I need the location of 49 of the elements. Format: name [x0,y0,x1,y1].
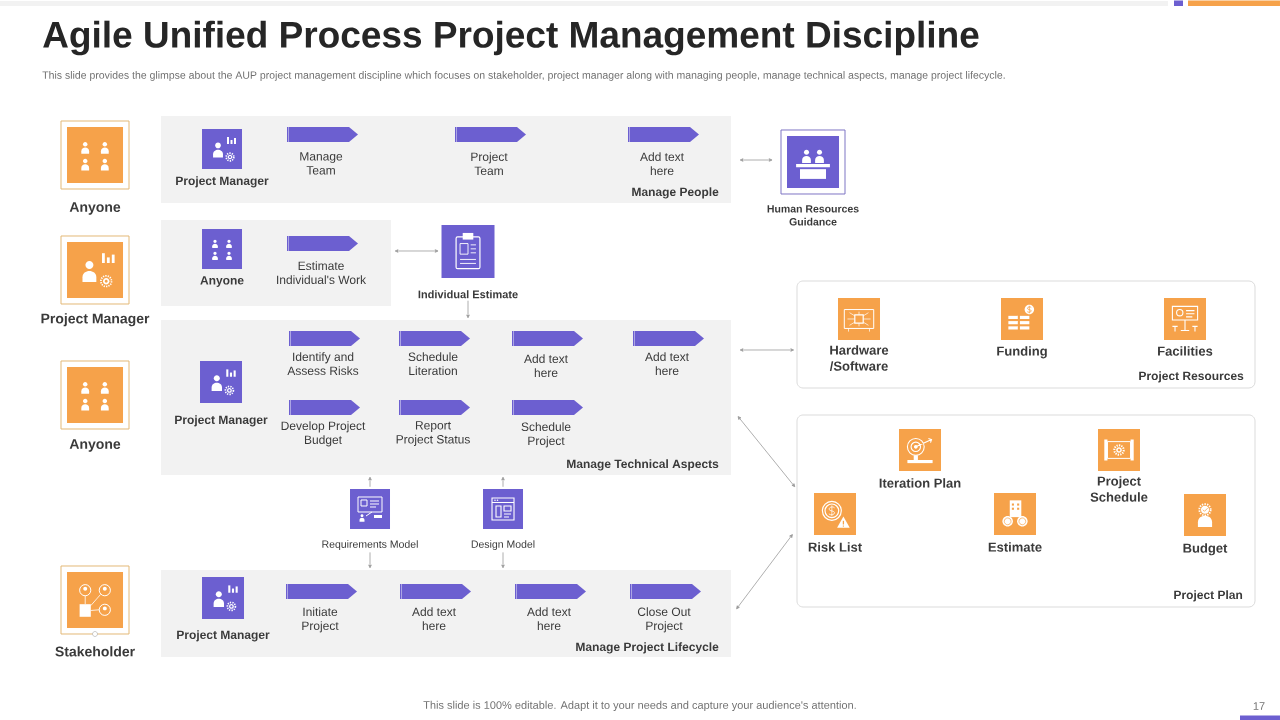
step-label: Project Team [471,152,508,175]
double-arrow [736,534,793,610]
arrow [501,552,505,569]
role-label: Anyone [69,439,121,452]
item-label: Project Schedule [1090,476,1148,502]
step-label: Manage Team [300,152,343,175]
step-label: Add text here [412,607,456,630]
arrow [368,476,372,488]
item-label: Human Resources Guidance [767,205,859,226]
item-label: Design Model [471,540,535,550]
step-label: Schedule Project [521,422,571,448]
page-number: 17 [1253,702,1265,710]
footer-note: This slide is 100% editable. Adapt it to your needs and capture your audience's attention. [423,700,856,712]
item-label: Funding [997,346,1047,359]
item-label: Requirements Model [322,540,418,550]
step-label: Add text here [640,152,684,175]
step-label: Add text here [524,354,568,377]
role-label: Project Manager [41,313,150,327]
step-label: Add text here [645,352,689,375]
role-label: Anyone [200,276,244,287]
item-label: Facilities [1158,346,1213,356]
title: Agile Unified Process Project Management Discipline [43,20,979,56]
item-label: Individual Estimate [418,290,518,299]
role-label: Project Manager [177,630,270,642]
item-label: Hardware /Software [829,345,889,371]
arrow [368,552,372,569]
step-label: Identify and Assess Risks [287,352,359,375]
role-label: Project Manager [176,176,269,188]
step-label: Estimate Individual's Work [277,261,367,284]
arrow [466,300,470,319]
role-label: Project Manager [175,415,268,427]
step-label: Add text here [527,607,571,630]
item-label: Budget [1183,543,1228,556]
item-label: Estimate [988,542,1042,552]
step-label: Develop Project Budget [281,421,366,447]
step-label: Initiate Project [302,607,339,633]
double-arrow [739,158,773,162]
double-arrow [394,249,439,253]
step-label: Report Project Status [396,421,470,446]
arrow [501,476,505,488]
step-label: Schedule Literation [408,352,458,375]
role-label: Stakeholder [55,646,135,657]
item-label: Risk List [808,542,862,552]
step-label: Close Out Project [637,607,691,633]
item-label: Iteration Plan [879,478,961,488]
double-arrow [739,348,795,352]
double-arrow [737,416,796,488]
role-label: Anyone [69,202,121,215]
subtitle: This slide provides the glimpse about the AUP project management discipline which focuses on stakeholder, project manager along with managing people, manage technical aspects, manage project lifecycle. [42,71,1005,81]
